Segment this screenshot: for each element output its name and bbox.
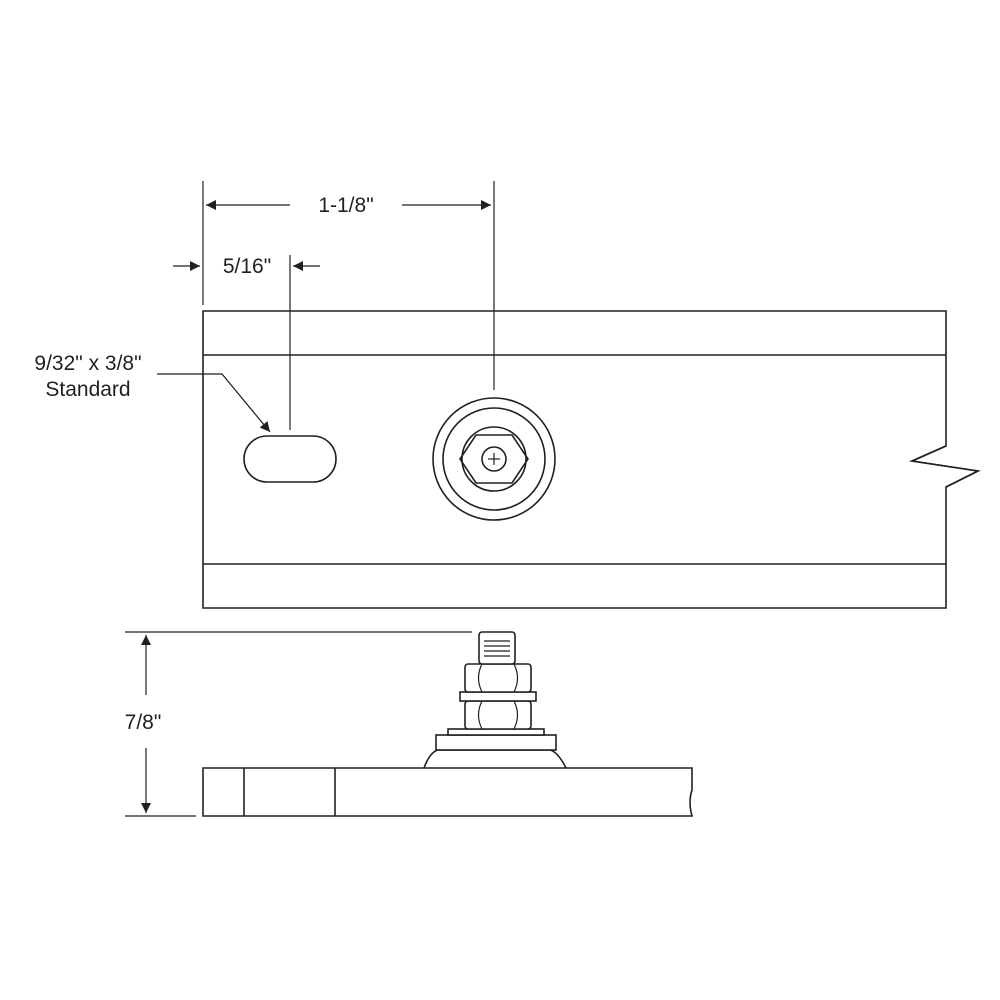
threaded-stud-icon: [478, 631, 516, 665]
stud-side-view: [423, 631, 567, 769]
dimension-slot-offset: 5/16": [173, 255, 320, 278]
top-view-plate: [202, 310, 981, 609]
lower-nut-icon: [464, 700, 532, 730]
center-spacing-label: 1-1/8": [318, 194, 373, 217]
height-label: 7/8": [125, 711, 162, 734]
dimension-center-spacing: 1-1/8": [206, 194, 491, 217]
break-line: [909, 445, 981, 488]
upper-nut-icon: [464, 663, 532, 693]
dimension-height: 7/8": [125, 631, 472, 817]
hex-nut-icon: [459, 434, 529, 484]
slot-callout: 9/32" x 3/8" Standard: [34, 352, 271, 433]
extension-lines: [202, 181, 495, 430]
callout-size-label: 9/32" x 3/8": [34, 352, 141, 375]
stud-top-view: [432, 397, 556, 521]
slot-offset-label: 5/16": [223, 255, 271, 278]
side-view-plate: [202, 767, 694, 817]
mounting-slot: [243, 435, 337, 483]
callout-type-label: Standard: [45, 378, 130, 401]
